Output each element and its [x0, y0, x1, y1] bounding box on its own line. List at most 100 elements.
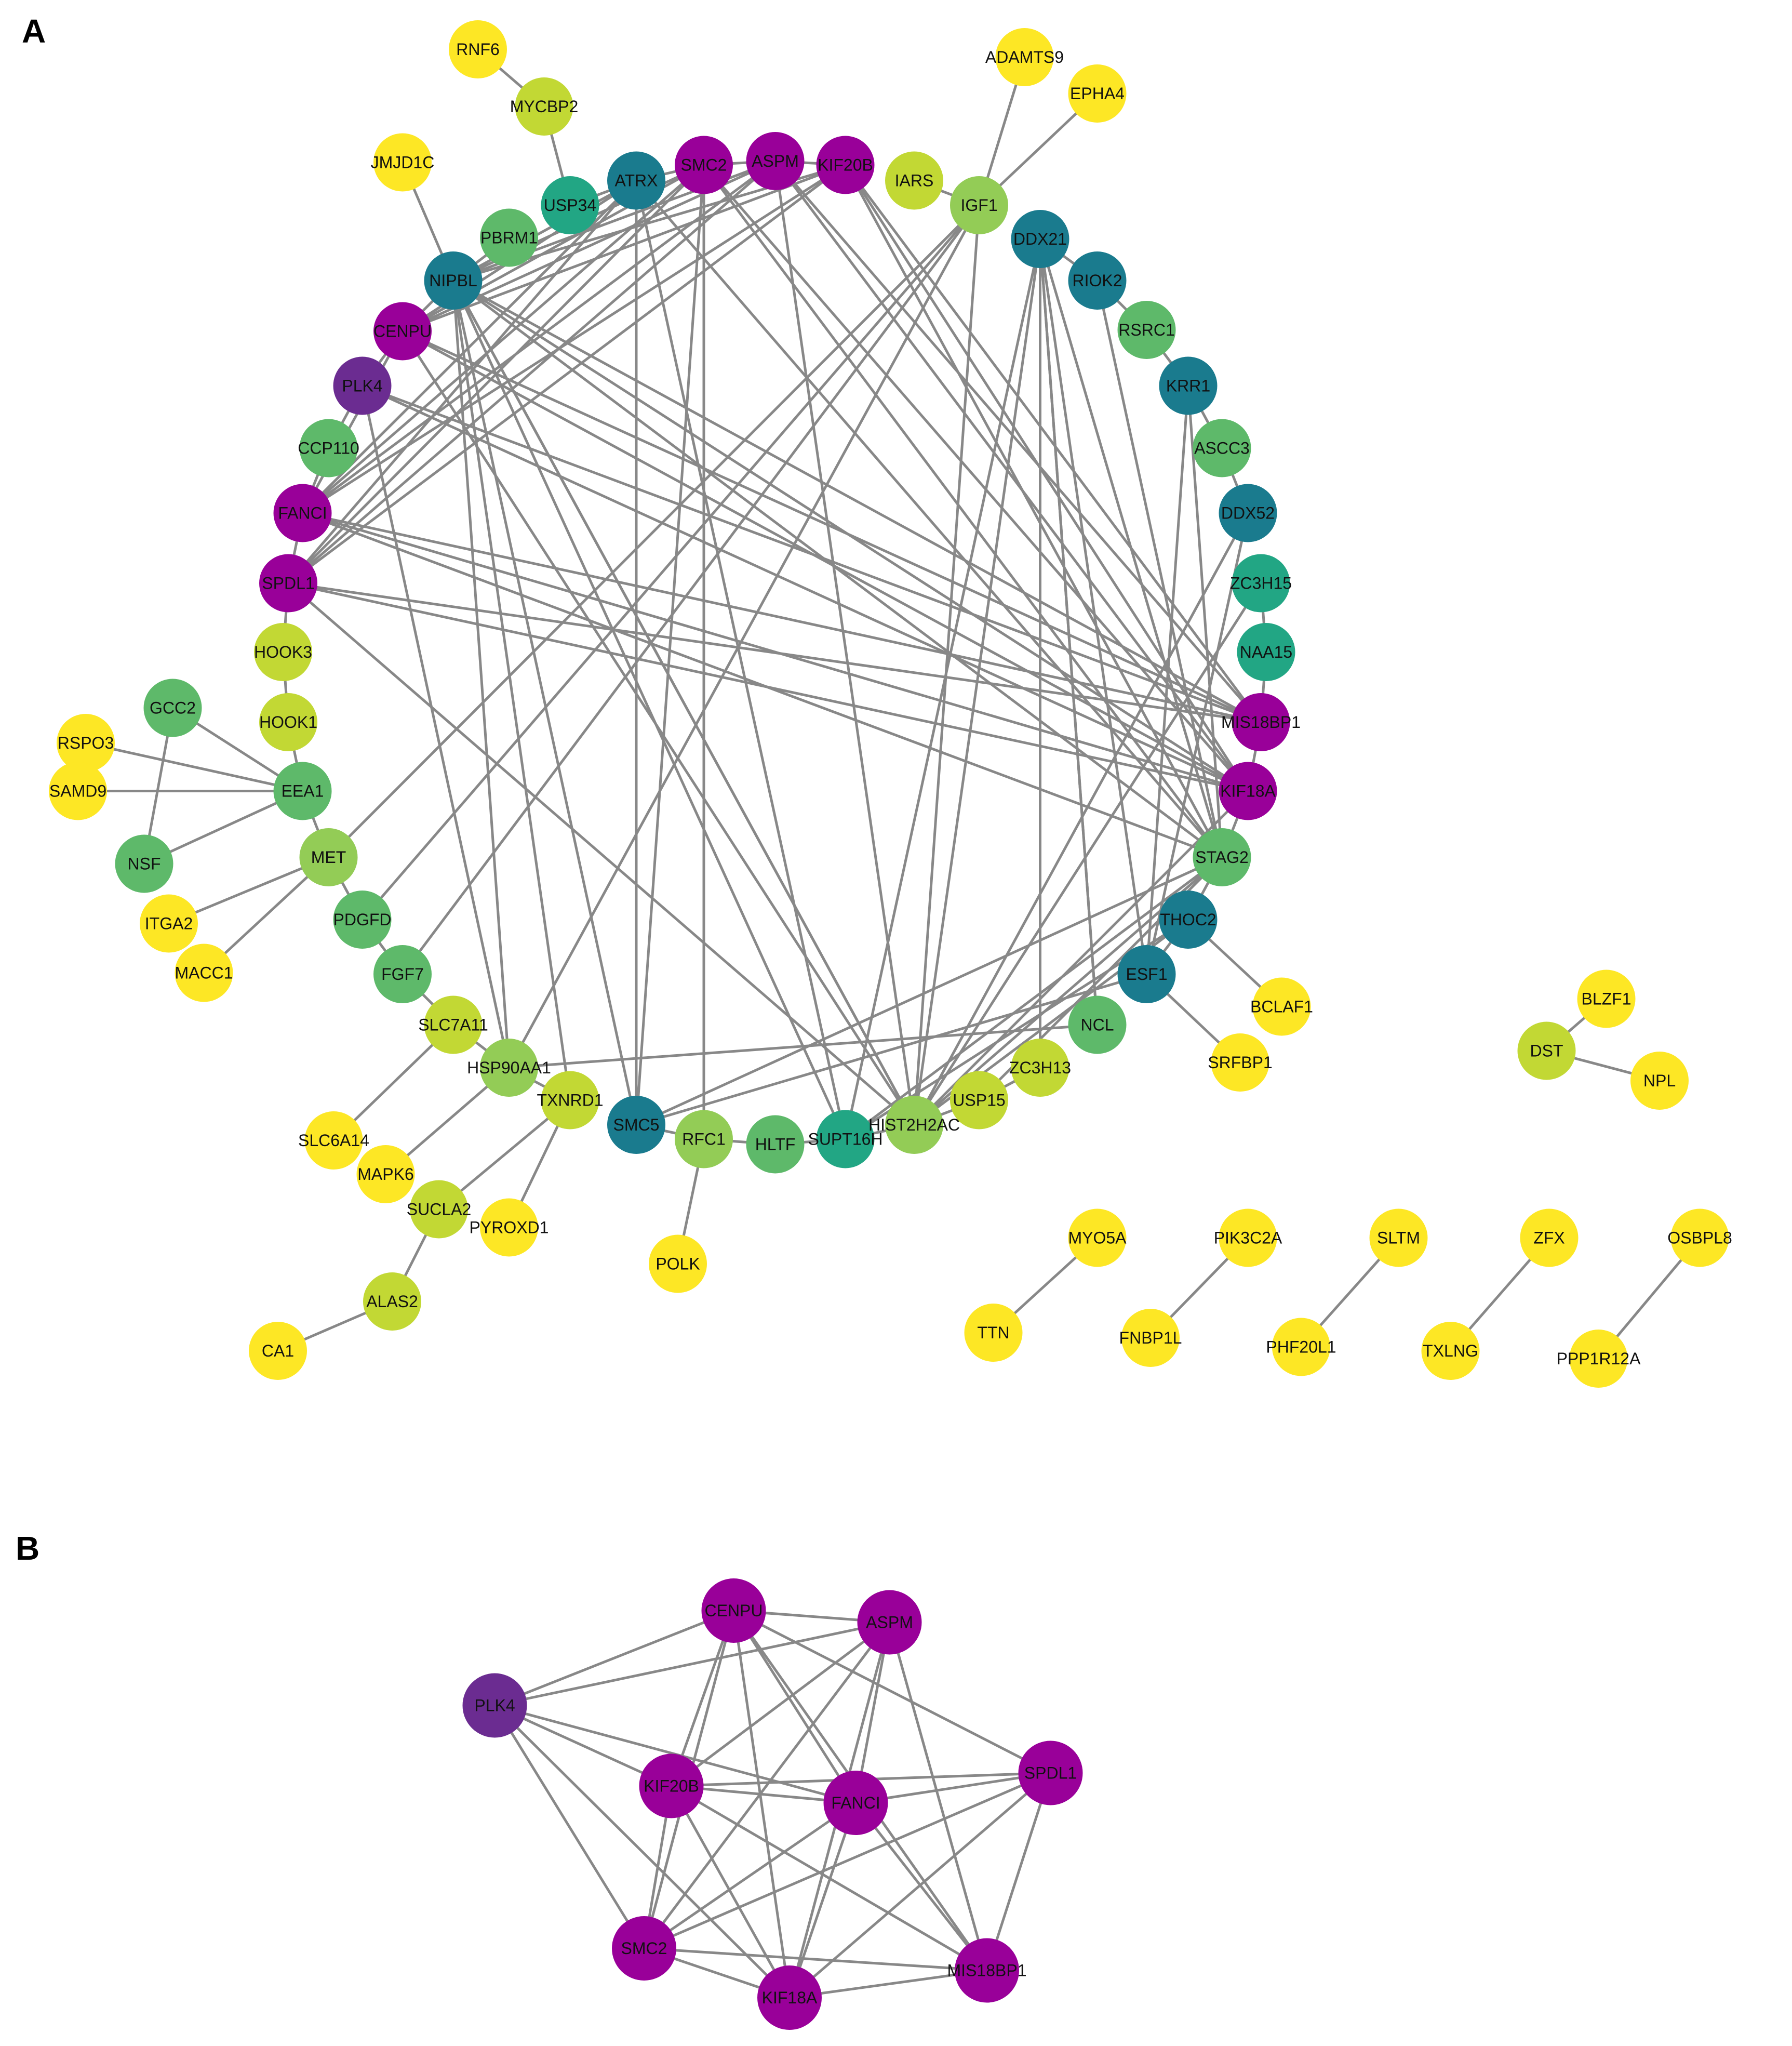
- panel-a-node-epha4[interactable]: EPHA4: [1068, 64, 1127, 123]
- panel-a-node-eea1[interactable]: EEA1: [273, 762, 332, 820]
- panel-a-node-kif18a[interactable]: KIF18A: [1219, 762, 1277, 820]
- panel-a-node-circle: [746, 1115, 805, 1174]
- panel-a-node-hook3[interactable]: HOOK3: [254, 623, 312, 681]
- panel-a-node-label: USP15: [953, 1091, 1005, 1110]
- panel-a-node-iars[interactable]: IARS: [885, 151, 943, 210]
- panel-b-node-cenpu[interactable]: CENPU: [701, 1578, 766, 1643]
- panel-a-node-hist2h2ac[interactable]: HIST2H2AC: [868, 1096, 960, 1154]
- panel-a-node-srfbp1[interactable]: SRFBP1: [1208, 1033, 1273, 1092]
- panel-a-node-circle: [1068, 251, 1127, 310]
- panel-a-node-zfx[interactable]: ZFX: [1520, 1208, 1579, 1267]
- panel-a-node-circle: [373, 302, 432, 361]
- panel-a-node-igf1[interactable]: IGF1: [950, 176, 1008, 234]
- panel-a-node-esf1[interactable]: ESF1: [1117, 945, 1176, 1003]
- panel-a-node-krr1[interactable]: KRR1: [1159, 356, 1218, 415]
- panel-a-node-circle: [607, 1096, 665, 1154]
- panel-a-node-cenpu[interactable]: CENPU: [373, 302, 432, 361]
- panel-a-node-plk4[interactable]: PLK4: [333, 356, 392, 415]
- panel-a-node-blzf1[interactable]: BLZF1: [1577, 969, 1636, 1028]
- panel-a-node-kif20b[interactable]: KIF20B: [816, 136, 875, 194]
- panel-a-node-fnbp1l[interactable]: FNBP1L: [1119, 1309, 1182, 1367]
- panel-a-node-txnrd1[interactable]: TXNRD1: [537, 1071, 604, 1130]
- panel-a-node-ca1[interactable]: CA1: [249, 1322, 307, 1380]
- panel-a-node-gcc2[interactable]: GCC2: [143, 679, 202, 737]
- panel-a-node-circle: [1232, 554, 1290, 613]
- panel-a-node-bclaf1[interactable]: BCLAF1: [1250, 977, 1313, 1036]
- panel-b-node-label: SPDL1: [1024, 1764, 1077, 1783]
- panel-a-node-slc7a11[interactable]: SLC7A11: [418, 995, 488, 1054]
- panel-a-node-aspm[interactable]: ASPM: [746, 132, 805, 190]
- panel-b-node-kif18a[interactable]: KIF18A: [757, 1965, 822, 2030]
- panel-a-node-ddx21[interactable]: DDX21: [1011, 210, 1069, 268]
- panel-a-node-mycbp2[interactable]: MYCBP2: [510, 77, 579, 136]
- panel-b-edge-plk4-kif20b: [494, 1704, 672, 1787]
- panel-b-node-fanci[interactable]: FANCI: [823, 1771, 888, 1835]
- panel-a-node-dst[interactable]: DST: [1517, 1021, 1576, 1080]
- panel-a-node-osbpl8[interactable]: OSBPL8: [1667, 1208, 1732, 1267]
- panel-a-node-zc3h15[interactable]: ZC3H15: [1230, 554, 1292, 613]
- panel-a-node-fgf7[interactable]: FGF7: [373, 945, 432, 1003]
- panel-a-node-ddx52[interactable]: DDX52: [1219, 484, 1277, 542]
- panel-a-node-ppp1r12a[interactable]: PPP1R12A: [1557, 1330, 1641, 1388]
- panel-a-node-smc2[interactable]: SMC2: [675, 136, 733, 194]
- panel-a-node-jmjd1c[interactable]: JMJD1C: [371, 133, 435, 192]
- panel-a-node-zc3h13[interactable]: ZC3H13: [1009, 1039, 1071, 1097]
- panel-a-node-pik3c2a[interactable]: PIK3C2A: [1214, 1208, 1282, 1267]
- panel-a-node-mis18bp1[interactable]: MIS18BP1: [1221, 693, 1301, 751]
- panel-a-node-fanci[interactable]: FANCI: [273, 484, 332, 542]
- panel-a-node-label: SUPT16H: [808, 1130, 882, 1149]
- panel-a-node-itga2[interactable]: ITGA2: [140, 894, 198, 953]
- panel-a-node-sltm[interactable]: SLTM: [1369, 1208, 1428, 1267]
- panel-b-node-mis18bp1[interactable]: MIS18BP1: [947, 1938, 1027, 2003]
- panel-a-node-rsrc1[interactable]: RSRC1: [1117, 301, 1176, 359]
- panel-a-node-supt16h[interactable]: SUPT16H: [808, 1110, 883, 1168]
- panel-a-node-phf20l1[interactable]: PHF20L1: [1266, 1318, 1336, 1376]
- panel-a-node-pdgfd[interactable]: PDGFD: [333, 891, 392, 949]
- panel-a-node-alas2[interactable]: ALAS2: [363, 1272, 421, 1331]
- panel-a-node-rfc1[interactable]: RFC1: [675, 1110, 733, 1168]
- panel-a-node-hltf[interactable]: HLTF: [746, 1115, 805, 1174]
- panel-a-node-usp34[interactable]: USP34: [541, 176, 599, 234]
- panel-a-node-pbrm1[interactable]: PBRM1: [480, 208, 538, 267]
- panel-b-node-plk4[interactable]: PLK4: [462, 1673, 527, 1738]
- panel-a-node-circle: [816, 136, 875, 194]
- panel-a-node-ascc3[interactable]: ASCC3: [1193, 419, 1251, 477]
- panel-a-node-smc5[interactable]: SMC5: [607, 1096, 665, 1154]
- panel-a-node-label: TTN: [977, 1323, 1009, 1342]
- panel-a-node-txlng[interactable]: TXLNG: [1421, 1322, 1480, 1380]
- panel-a-node-circle: [1569, 1330, 1628, 1388]
- panel-a-node-rspo3[interactable]: RSPO3: [57, 714, 115, 772]
- panel-a-node-nipbl[interactable]: NIPBL: [424, 251, 483, 310]
- panel-a-node-spdl1[interactable]: SPDL1: [259, 554, 317, 613]
- panel-a-node-adamts9[interactable]: ADAMTS9: [985, 28, 1064, 86]
- panel-a-node-ttn[interactable]: TTN: [964, 1304, 1023, 1362]
- panel-a-node-met[interactable]: MET: [299, 828, 358, 886]
- panel-a-node-nsf[interactable]: NSF: [115, 834, 173, 893]
- panel-a-node-ccp110[interactable]: CCP110: [298, 419, 359, 477]
- panel-a-node-hsp90aa1[interactable]: HSP90AA1: [467, 1039, 551, 1097]
- panel-b-node-aspm[interactable]: ASPM: [857, 1590, 922, 1655]
- panel-a-node-rnf6[interactable]: RNF6: [449, 20, 507, 78]
- panel-a-node-sucla2[interactable]: SUCLA2: [407, 1180, 472, 1239]
- panel-a-node-pyroxd1[interactable]: PYROXD1: [470, 1198, 549, 1257]
- panel-a-node-hook1[interactable]: HOOK1: [259, 693, 317, 751]
- panel-a-node-thoc2[interactable]: THOC2: [1159, 891, 1218, 949]
- panel-b-node-smc2[interactable]: SMC2: [612, 1916, 676, 1981]
- panel-b-node-spdl1[interactable]: SPDL1: [1018, 1741, 1083, 1805]
- panel-a-node-ncl[interactable]: NCL: [1068, 995, 1127, 1054]
- panel-a-node-slc6a14[interactable]: SLC6A14: [298, 1111, 369, 1170]
- panel-a-node-polk[interactable]: POLK: [649, 1234, 707, 1293]
- panel-b-edge-fanci-mis18bp1: [854, 1802, 988, 1972]
- panel-a-node-riok2[interactable]: RIOK2: [1068, 251, 1127, 310]
- panel-a-node-mapk6[interactable]: MAPK6: [356, 1145, 415, 1203]
- panel-a-node-myo5a[interactable]: MYO5A: [1068, 1208, 1127, 1267]
- panel-a-node-macc1[interactable]: MACC1: [175, 944, 233, 1002]
- panel-a-node-atrx[interactable]: ATRX: [607, 151, 665, 210]
- panel-a-node-npl[interactable]: NPL: [1630, 1052, 1689, 1110]
- panel-a-node-samd9[interactable]: SAMD9: [49, 762, 107, 820]
- panel-a-node-usp15[interactable]: USP15: [950, 1071, 1008, 1130]
- panel-a-node-naa15[interactable]: NAA15: [1237, 623, 1295, 681]
- panel-a-node-stag2[interactable]: STAG2: [1193, 828, 1251, 886]
- panel-b-node-kif20b[interactable]: KIF20B: [639, 1753, 704, 1818]
